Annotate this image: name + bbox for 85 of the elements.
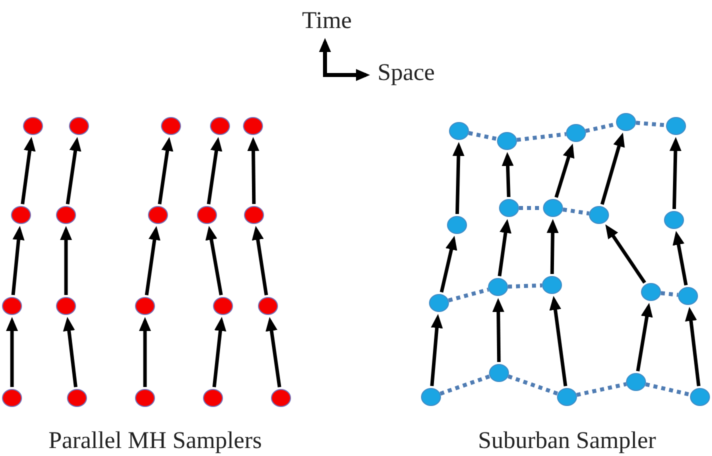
sample-dot — [23, 117, 43, 135]
axis-label: Time — [302, 8, 352, 34]
dotted-line — [448, 288, 489, 302]
sample-dot — [489, 364, 509, 382]
arrow — [600, 132, 625, 205]
dotted-line — [516, 132, 566, 142]
arrow — [158, 136, 174, 204]
arrow — [685, 306, 700, 386]
dotted-line — [468, 131, 498, 141]
panel-caption: Suburban Sampler — [478, 428, 656, 454]
sample-dot — [543, 199, 563, 217]
arrow — [139, 317, 151, 387]
arrow — [430, 314, 443, 386]
sample-dot — [641, 283, 661, 301]
arrow — [20, 136, 36, 204]
dotted-line — [440, 374, 490, 396]
arrow — [554, 144, 574, 198]
arrow — [66, 136, 82, 204]
arrow — [605, 224, 646, 284]
sample-dot — [161, 117, 181, 135]
dotted-line — [660, 291, 678, 297]
arrow — [669, 137, 682, 210]
sample-dot — [678, 287, 698, 305]
arrow — [672, 230, 688, 286]
sample-dot — [499, 199, 519, 217]
dotted-line — [576, 382, 627, 397]
arrow — [452, 142, 464, 214]
sample-dot — [56, 297, 76, 315]
sample-dot — [2, 297, 22, 315]
sample-dot — [497, 132, 517, 150]
sample-dot — [2, 389, 22, 407]
sample-dot — [244, 206, 264, 224]
sample-dot — [566, 124, 586, 142]
arrow — [636, 302, 653, 372]
dotted-line — [636, 120, 666, 128]
arrow — [549, 296, 568, 386]
dotted-line — [508, 283, 542, 289]
arrow — [492, 298, 504, 362]
arrow — [6, 317, 18, 387]
sample-dot — [589, 206, 609, 224]
sample-dot — [690, 388, 710, 406]
sample-dot — [135, 297, 155, 315]
arrow — [60, 226, 72, 295]
sample-dot — [213, 297, 233, 315]
sample-dot — [666, 117, 686, 135]
sample-dot — [203, 389, 223, 407]
sample-dot — [664, 211, 684, 229]
arrow — [11, 226, 24, 296]
sample-dot — [421, 388, 441, 406]
arrow — [247, 137, 260, 204]
sample-dot — [429, 294, 449, 312]
arrow — [502, 152, 514, 198]
sample-dot — [542, 276, 562, 294]
sample-dot — [148, 206, 168, 224]
sample-dot — [488, 278, 508, 296]
arrow — [212, 316, 226, 388]
arrow — [546, 219, 559, 274]
panel-caption: Parallel MH Samplers — [48, 428, 262, 454]
arrow — [266, 316, 282, 388]
sample-dot — [243, 117, 263, 135]
sample-dot — [210, 117, 230, 135]
dotted-line — [645, 382, 691, 397]
arrow — [498, 218, 512, 276]
sample-dot — [56, 206, 76, 224]
sample-dot — [616, 113, 636, 131]
dotted-line — [508, 374, 558, 396]
sample-dot — [258, 297, 278, 315]
axis-label: Space — [378, 60, 435, 86]
arrow — [206, 136, 222, 204]
sample-dot — [67, 389, 87, 407]
dotted-line — [562, 208, 590, 216]
sample-dot — [135, 389, 155, 407]
arrow — [205, 226, 223, 296]
arrow — [440, 236, 458, 293]
arrow — [63, 316, 78, 388]
arrow — [252, 226, 268, 296]
sample-dot — [69, 117, 89, 135]
sample-dot — [557, 388, 577, 406]
sample-dot — [449, 122, 469, 140]
sample-dot — [626, 373, 646, 391]
arrow — [144, 226, 160, 296]
sample-dot — [11, 206, 31, 224]
sample-dot — [271, 389, 291, 407]
sample-dot — [197, 206, 217, 224]
sample-dot — [447, 216, 467, 234]
